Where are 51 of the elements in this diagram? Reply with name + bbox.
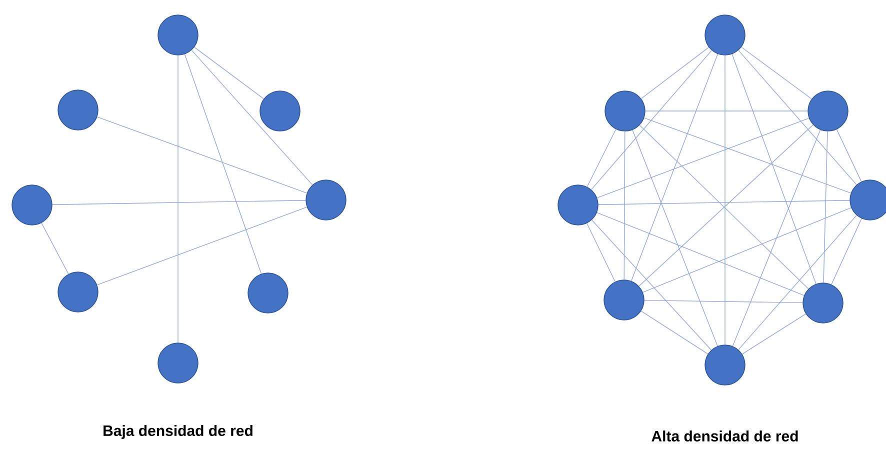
network-node <box>558 184 598 226</box>
connection-line <box>191 50 313 186</box>
connection-line <box>640 310 708 354</box>
connection-line <box>644 300 803 304</box>
connection-line <box>41 222 69 274</box>
connection-line <box>836 129 862 182</box>
connection-line <box>823 131 828 283</box>
connection-line <box>632 130 718 346</box>
connection-line <box>738 50 857 186</box>
network-node <box>58 90 98 130</box>
network-node <box>12 184 52 226</box>
connection-line <box>96 116 308 194</box>
network-node <box>248 272 288 314</box>
connection-line <box>598 200 850 205</box>
connection-line <box>732 130 821 346</box>
connection-line <box>630 54 718 282</box>
network-node <box>158 342 198 384</box>
connection-line <box>596 118 810 198</box>
network-node <box>704 344 746 386</box>
network-node <box>260 90 300 132</box>
network-node <box>604 280 644 320</box>
connection-line <box>831 218 862 285</box>
connection-line <box>96 206 308 286</box>
network-node <box>604 90 646 132</box>
network-node <box>158 14 198 56</box>
connection-line <box>194 46 264 100</box>
network-node <box>704 14 746 56</box>
network-node <box>58 272 98 312</box>
connection-line <box>591 220 712 350</box>
connection-line <box>640 47 710 99</box>
connection-line <box>184 54 262 274</box>
connection-line <box>742 314 806 354</box>
connection-line <box>586 223 616 282</box>
connection-line <box>624 131 626 280</box>
graph-caption: Baja densidad de red <box>104 425 252 439</box>
network-node <box>306 180 346 220</box>
connection-line <box>738 214 857 350</box>
connection-line <box>591 50 712 190</box>
connection-line <box>596 212 804 296</box>
connection-line <box>741 46 812 100</box>
connection-line <box>724 55 726 345</box>
connection-line <box>52 200 306 205</box>
connection-line <box>732 54 816 284</box>
graph-caption: Alta densidad de red <box>652 430 798 442</box>
connection-line <box>642 207 852 293</box>
network-node <box>808 90 848 132</box>
connection-line <box>645 110 808 112</box>
network-node <box>850 180 886 220</box>
connection-line <box>644 118 852 194</box>
connection-line <box>586 128 616 188</box>
network-node <box>802 282 844 324</box>
